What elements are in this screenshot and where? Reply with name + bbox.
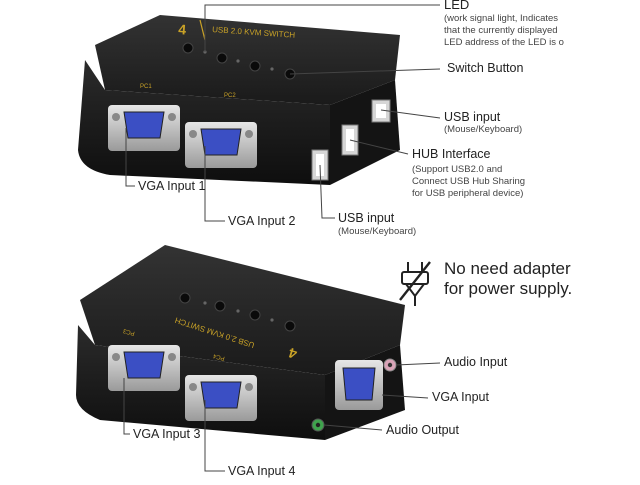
vga-input-2-callout: VGA Input 2: [228, 214, 296, 228]
usb-input-bottom-callout-subtitle: (Mouse/Keyboard): [338, 226, 417, 237]
vga-port-4: [185, 375, 257, 421]
switch-button-3[interactable]: [249, 309, 261, 321]
hub-interface-callout-title: HUB Interface: [412, 147, 491, 161]
pc-label: PC4: [212, 352, 225, 361]
device-top-surface: [80, 245, 405, 375]
callout-lines: [123, 4, 441, 472]
usb-input-top-callout-title: USB input: [444, 110, 501, 124]
vga-port-2: [185, 122, 257, 168]
vga-port-3: [108, 345, 180, 391]
led-indicator: [270, 318, 274, 322]
kvm-switch-bottom: USB 2.0 KVM SWITCH 4 PC3 PC4: [76, 245, 405, 440]
switch-button-2[interactable]: [214, 300, 226, 312]
vga-port-1: [108, 105, 180, 151]
audio-input-callout: Audio Input: [444, 355, 508, 369]
pc-label: PC2: [224, 93, 236, 99]
switch-button-3[interactable]: [249, 60, 261, 72]
audio-output-callout: Audio Output: [386, 423, 459, 437]
usb-input-top-callout-subtitle: (Mouse/Keyboard): [444, 124, 523, 135]
led-indicator: [236, 309, 240, 313]
hub-interface-callout-description: (Support USB2.0 and Connect USB Hub Shar…: [412, 164, 526, 199]
no-power-adapter-icon: [399, 261, 431, 306]
led-callout-title: LED: [444, 0, 470, 12]
led-indicator: [203, 301, 207, 305]
led-indicator: [236, 59, 240, 63]
switch-button-callout: Switch Button: [447, 61, 524, 75]
usb-input-bottom-callout-title: USB input: [338, 211, 395, 225]
switch-button-4[interactable]: [284, 320, 296, 332]
gold-accent: [199, 19, 206, 41]
led-callout-description: (work signal light, Indicates that the c…: [444, 13, 564, 48]
pc-label: PC1: [140, 84, 152, 90]
no-adapter-note: No need adapter for power supply.: [444, 259, 573, 298]
device-top-surface: [95, 15, 400, 105]
switch-button-1[interactable]: [179, 292, 191, 304]
vga-input-4-callout: VGA Input 4: [228, 464, 296, 478]
pc-label: PC3: [122, 327, 135, 336]
led-indicator: [270, 67, 274, 71]
vga-input-1-callout: VGA Input 1: [138, 179, 206, 193]
vga-output-callout: VGA Input: [432, 390, 489, 404]
switch-button-2[interactable]: [216, 52, 228, 64]
switch-button-1[interactable]: [182, 42, 194, 54]
vga-input-3-callout: VGA Input 3: [133, 427, 201, 441]
vga-output-port: [335, 360, 383, 410]
port-count-text: 4: [178, 21, 187, 38]
